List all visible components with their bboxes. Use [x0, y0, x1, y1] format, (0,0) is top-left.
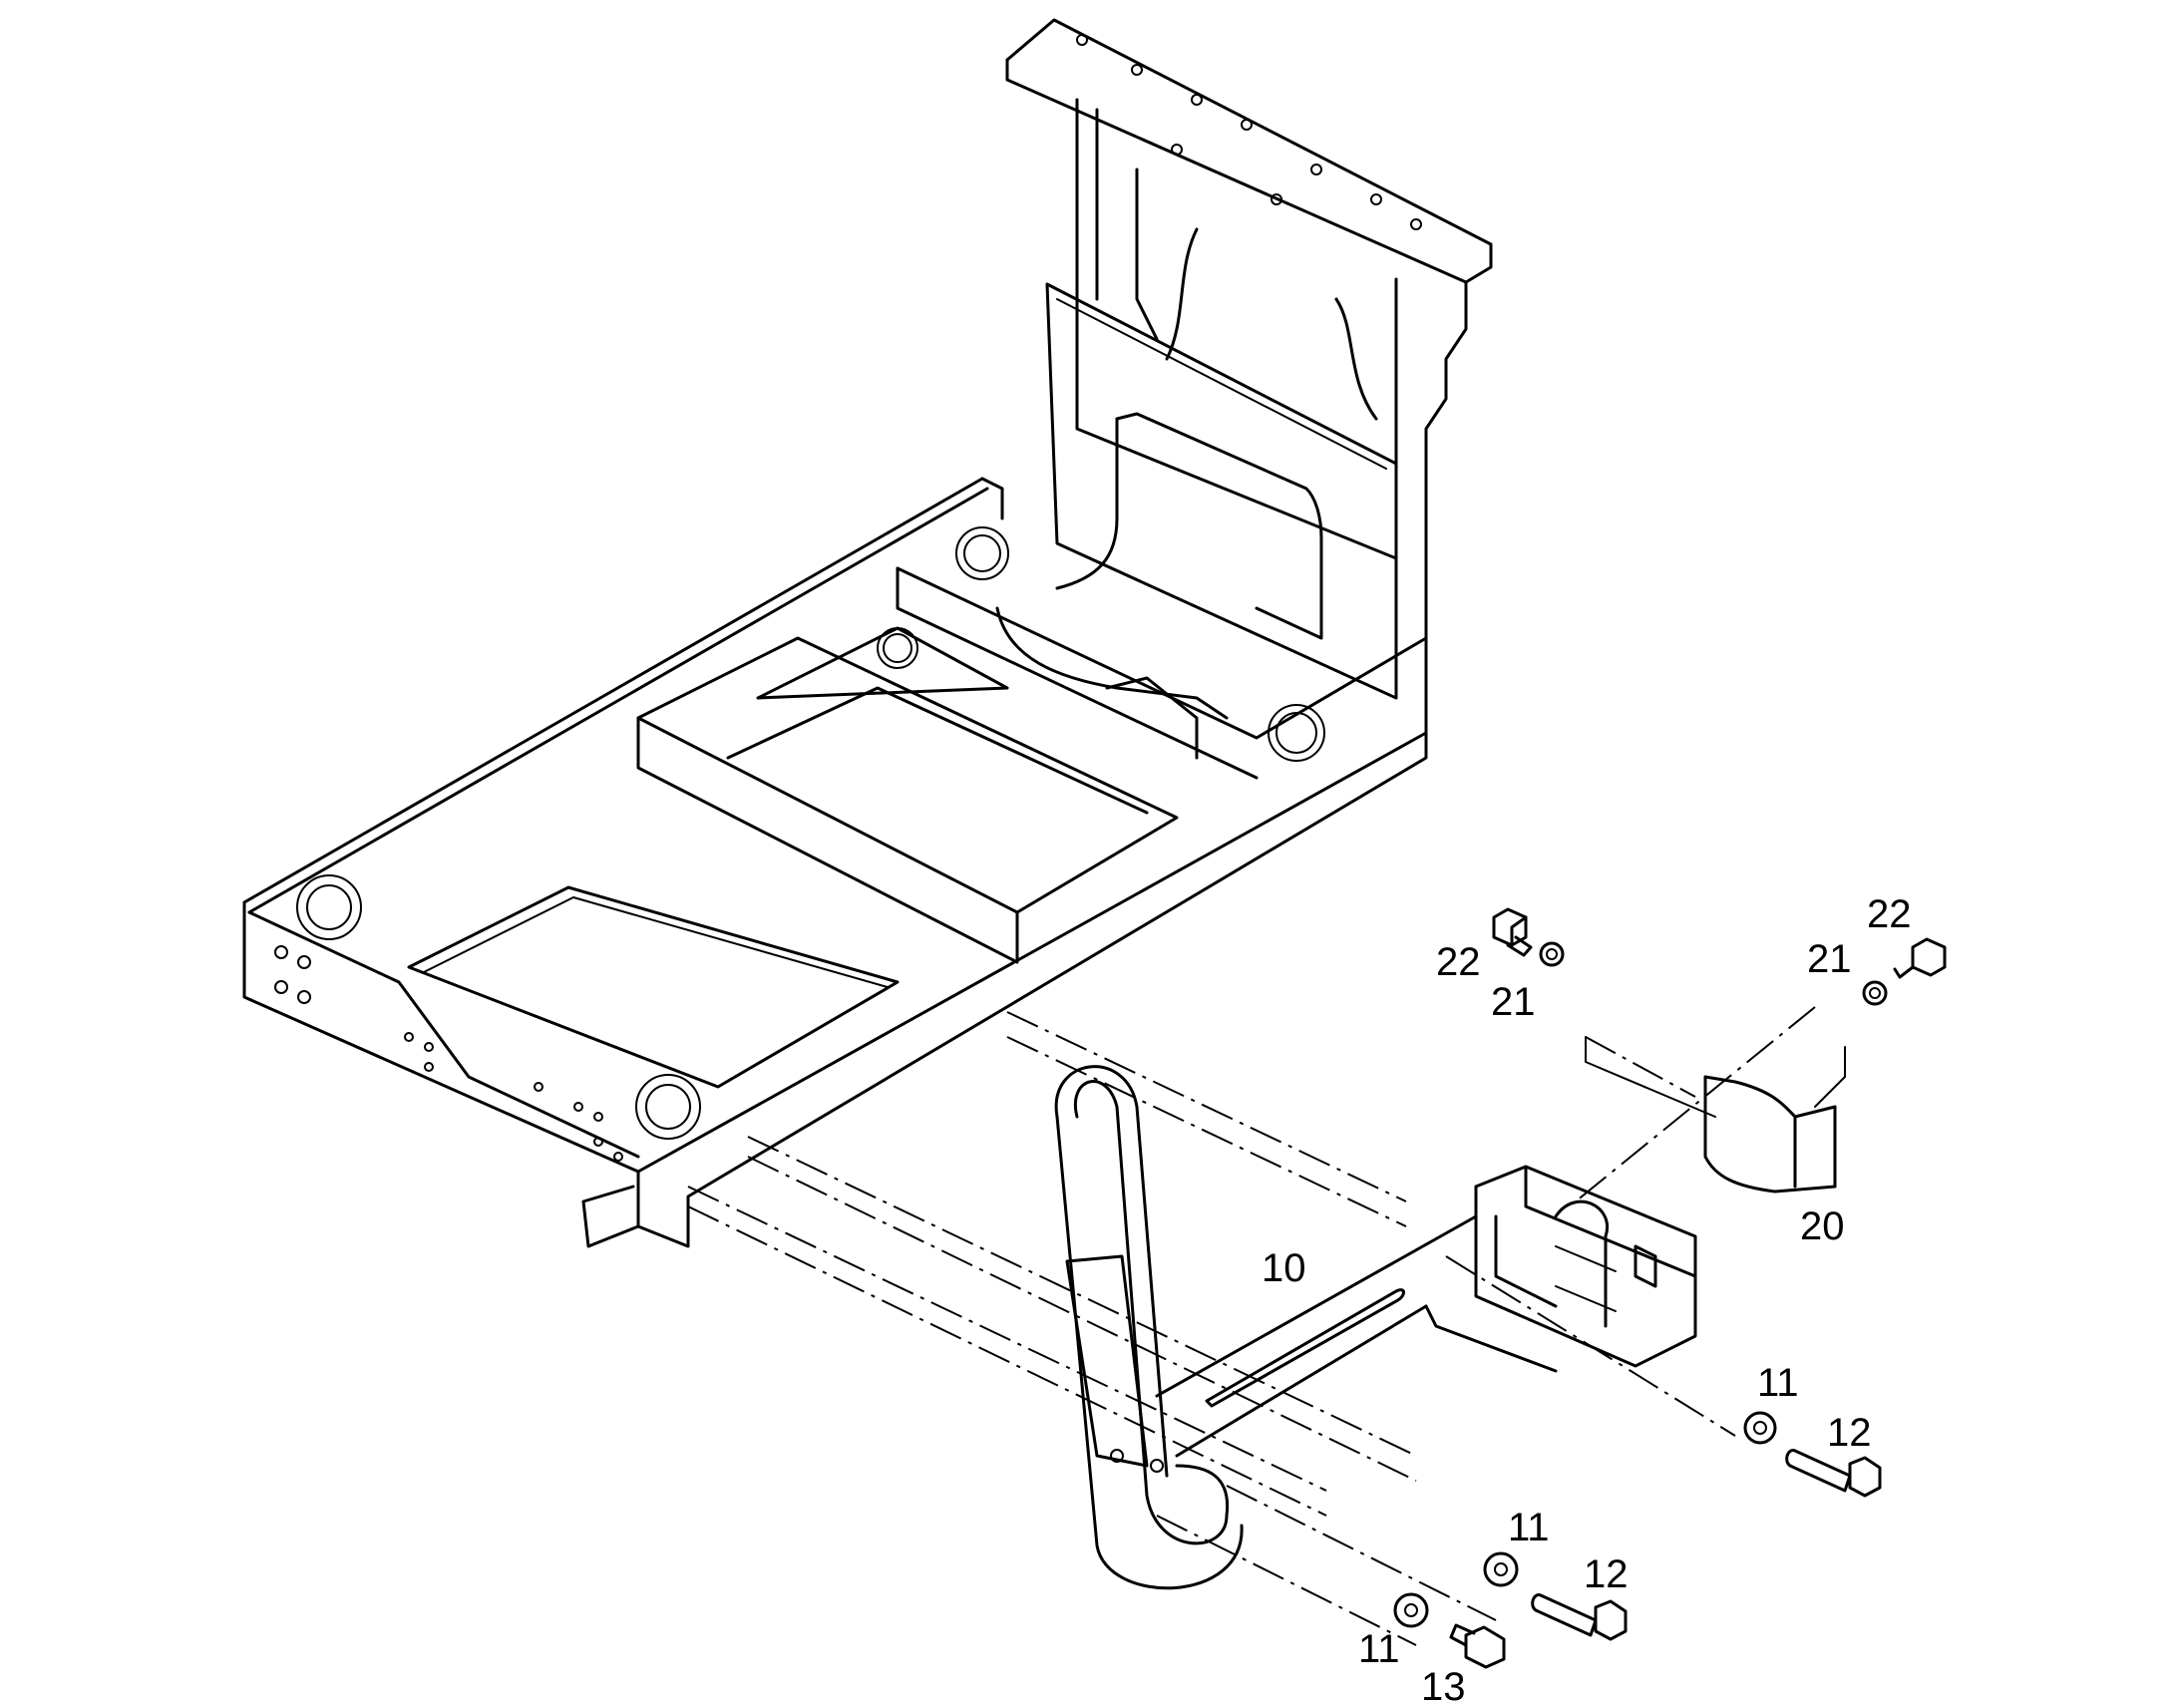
washer-11-mid	[1483, 1551, 1519, 1587]
bolt-22-left	[1492, 907, 1533, 957]
bolt-12-mid	[1531, 1593, 1628, 1641]
callout-labels: 10 11 11 11 12 12 13 20 21 21 22 22	[1262, 892, 1912, 1708]
fasteners	[1393, 907, 1947, 1669]
callout-11-upper: 11	[1757, 1361, 1799, 1405]
callout-13: 13	[1421, 1665, 1466, 1708]
main-frame	[242, 18, 1493, 1248]
bolt-13	[1449, 1623, 1506, 1669]
lever-assembly	[1054, 1065, 1697, 1590]
callout-22-right: 22	[1867, 892, 1912, 936]
callout-10: 10	[1262, 1246, 1306, 1290]
callout-21-right: 21	[1807, 937, 1852, 981]
callout-11-lower: 11	[1358, 1627, 1400, 1671]
callout-22-left: 22	[1436, 940, 1481, 984]
bracket-20	[1703, 1075, 1837, 1194]
bolt-12-upper	[1785, 1449, 1882, 1498]
callout-21-left: 21	[1491, 980, 1536, 1024]
callout-12-upper: 12	[1827, 1411, 1872, 1455]
callout-11-mid: 11	[1508, 1506, 1550, 1549]
washer-11-lower	[1393, 1592, 1429, 1628]
assembly-phantom-lines	[687, 1006, 1846, 1646]
washer-21-left	[1539, 941, 1565, 967]
callout-12-mid: 12	[1584, 1552, 1629, 1596]
washer-21-right	[1862, 980, 1888, 1006]
bolt-22-right	[1893, 937, 1947, 979]
washer-11-upper	[1743, 1411, 1777, 1445]
callout-20: 20	[1800, 1204, 1845, 1248]
